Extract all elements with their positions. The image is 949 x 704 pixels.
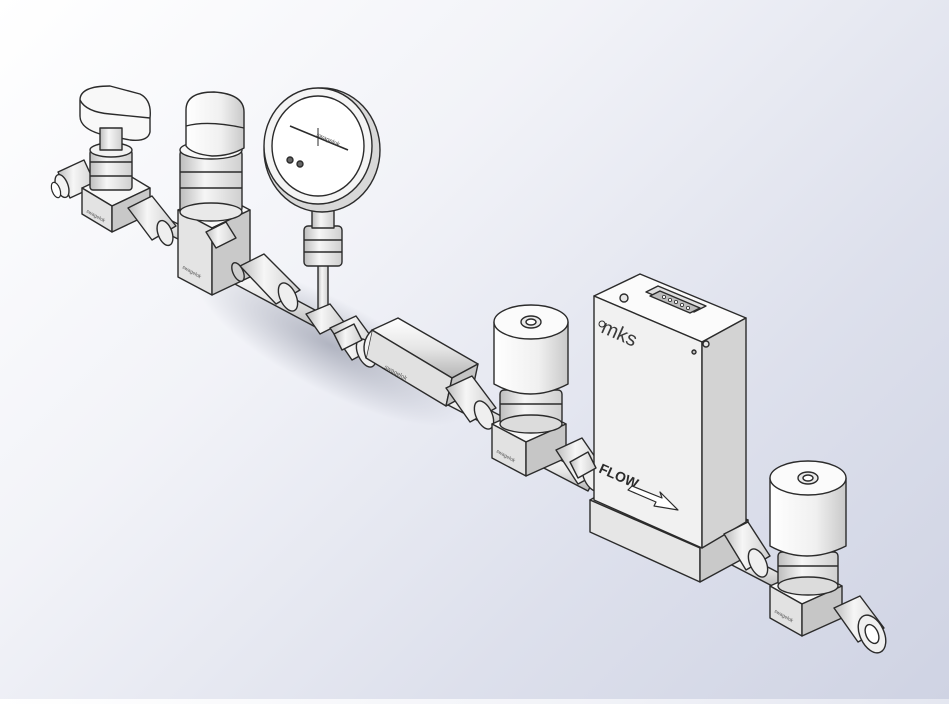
inline-filter: swagelok <box>329 315 497 430</box>
pressure-regulator: swagelok <box>177 91 301 312</box>
needle-valve: swagelok <box>54 85 177 247</box>
shutoff-valve-2: swagelok <box>769 460 887 654</box>
inlet-port <box>50 181 62 199</box>
mass-flow-controller: mks FLOW <box>589 273 771 583</box>
tube-fittings <box>205 221 597 479</box>
pressure-gauge: swagelok <box>263 87 381 335</box>
drop-shadow <box>195 264 465 426</box>
flow-direction-arrow-icon <box>627 485 679 511</box>
